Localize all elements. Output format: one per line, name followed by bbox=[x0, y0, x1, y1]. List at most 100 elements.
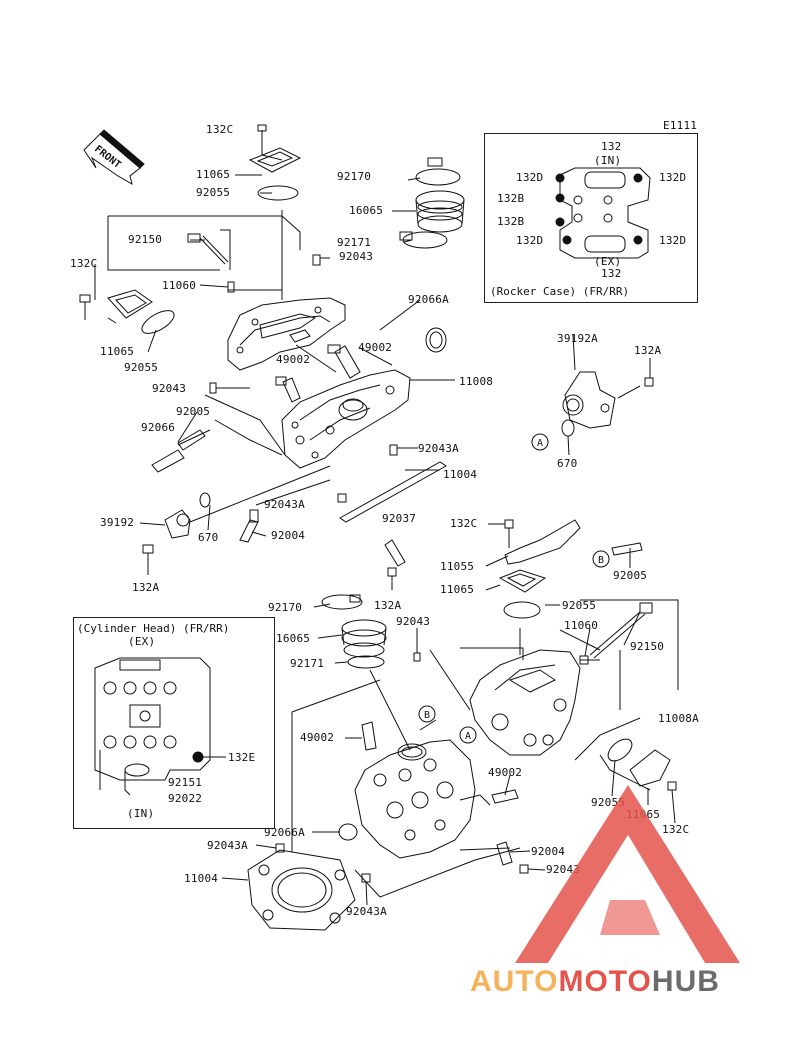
marker-circles bbox=[418, 433, 610, 744]
callout: 92150 bbox=[630, 640, 665, 653]
callout: 670 bbox=[557, 457, 578, 470]
callout: 92005 bbox=[176, 405, 211, 418]
callout: 11065 bbox=[196, 168, 231, 181]
callout: 92043 bbox=[152, 382, 187, 395]
cover-plate-top bbox=[248, 124, 302, 201]
bolt-92150-mid bbox=[579, 602, 653, 665]
callout: 92055 bbox=[591, 796, 626, 809]
rocker-case-rear bbox=[469, 649, 581, 756]
rocker-case-inset bbox=[484, 133, 698, 303]
fitting-39192a bbox=[562, 371, 616, 429]
callout: 92055 bbox=[124, 361, 159, 374]
callout: 92004 bbox=[271, 529, 306, 542]
callout: 92043 bbox=[546, 863, 581, 876]
callout: 92043 bbox=[339, 250, 374, 263]
front-arrow-icon bbox=[83, 129, 145, 186]
head-inset-ex: (EX) bbox=[128, 635, 156, 648]
watermark-moto: MOTO bbox=[558, 965, 652, 998]
marker-b-1: B bbox=[598, 555, 604, 566]
callout: 92043A bbox=[346, 905, 387, 918]
rocker-inset-title: (Rocker Case) (FR/RR) bbox=[490, 285, 630, 298]
callout: 39192 bbox=[100, 516, 135, 529]
callout: 49002 bbox=[300, 731, 335, 744]
head-callout-92022: 92022 bbox=[168, 792, 203, 805]
callout: 132C bbox=[662, 823, 690, 836]
watermark-text: AUTOMOTOHUB bbox=[470, 965, 720, 999]
watermark-auto: AUTO bbox=[470, 965, 559, 998]
callout: 11008 bbox=[459, 375, 494, 388]
callout: 92004 bbox=[531, 845, 566, 858]
watermark-hub: HUB bbox=[651, 965, 720, 998]
intake-hose-top bbox=[399, 157, 465, 249]
head-gasket-rear bbox=[247, 849, 356, 931]
rocker-callout-4: 132B bbox=[497, 192, 525, 205]
bolt-92150-top bbox=[187, 233, 229, 265]
rocker-callout-5: 132B bbox=[497, 215, 525, 228]
head-inset-title: (Cylinder Head) (FR/RR) bbox=[77, 622, 230, 635]
callout: 11060 bbox=[564, 619, 599, 632]
callout: 11065 bbox=[626, 808, 661, 821]
cylinder-head-rear bbox=[354, 739, 491, 859]
marker-a-2: A bbox=[465, 731, 471, 742]
callout: 132A bbox=[634, 344, 662, 357]
callout: 49002 bbox=[488, 766, 523, 779]
callout: 11060 bbox=[162, 279, 197, 292]
cylinder-head-front bbox=[281, 369, 411, 469]
callout: 670 bbox=[198, 531, 219, 544]
cover-plate-mid bbox=[498, 569, 547, 619]
rocker-inset-ex: (EX) bbox=[594, 255, 622, 268]
callout: 92066A bbox=[264, 826, 305, 839]
bracket-11055 bbox=[504, 519, 581, 565]
callout: 49002 bbox=[276, 353, 311, 366]
valve-guides-front bbox=[275, 344, 361, 403]
cylinder-head-inset bbox=[73, 617, 275, 829]
callout: 92055 bbox=[562, 599, 597, 612]
callout: 132C bbox=[206, 123, 234, 136]
rocker-callout-3: 132D bbox=[659, 171, 687, 184]
callout: 11055 bbox=[440, 560, 475, 573]
callout: 132C bbox=[450, 517, 478, 530]
callout: 11004 bbox=[184, 872, 219, 885]
callout: 92043A bbox=[418, 442, 459, 455]
callout: 92037 bbox=[382, 512, 417, 525]
callout: 92171 bbox=[290, 657, 325, 670]
callout: 92043A bbox=[207, 839, 248, 852]
callout: 92066 bbox=[141, 421, 176, 434]
diagram-code: E1111 bbox=[663, 119, 698, 132]
callout: 132C bbox=[70, 257, 98, 270]
rocker-callout-2: 132D bbox=[516, 171, 544, 184]
callout: 92043 bbox=[396, 615, 431, 628]
head-callout-92151: 92151 bbox=[168, 776, 203, 789]
marker-b-2: B bbox=[424, 710, 430, 721]
fitting-39192 bbox=[164, 509, 191, 539]
rocker-callout-7: 132D bbox=[659, 234, 687, 247]
rocker-callout-1: 132 bbox=[601, 140, 622, 153]
head-inset-drawing bbox=[94, 657, 226, 796]
rocker-callout-6: 132D bbox=[516, 234, 544, 247]
callout: 92043A bbox=[264, 498, 305, 511]
callout: 92170 bbox=[268, 601, 303, 614]
rocker-inset-in: (IN) bbox=[594, 154, 622, 167]
rocker-inset-drawing bbox=[555, 167, 651, 259]
callout: 92066A bbox=[408, 293, 449, 306]
callout: 11004 bbox=[443, 468, 478, 481]
callout: 11065 bbox=[100, 345, 135, 358]
head-callout-132e: 132E bbox=[228, 751, 256, 764]
callout: 92055 bbox=[196, 186, 231, 199]
callout: 92171 bbox=[337, 236, 372, 249]
marker-a-1: A bbox=[537, 438, 543, 449]
rocker-case-top bbox=[227, 297, 346, 371]
cover-plate-left bbox=[107, 289, 175, 334]
callout: 92150 bbox=[128, 233, 163, 246]
callout: 132A bbox=[374, 599, 402, 612]
pipe-92005 bbox=[151, 429, 206, 473]
head-inset-in: (IN) bbox=[127, 807, 155, 820]
callout: 11008A bbox=[658, 712, 699, 725]
callout: 16065 bbox=[276, 632, 311, 645]
callout: 92005 bbox=[613, 569, 648, 582]
callout: 132A bbox=[132, 581, 160, 594]
callout: 11065 bbox=[440, 583, 475, 596]
callout: 92170 bbox=[337, 170, 372, 183]
callout: 49002 bbox=[358, 341, 393, 354]
